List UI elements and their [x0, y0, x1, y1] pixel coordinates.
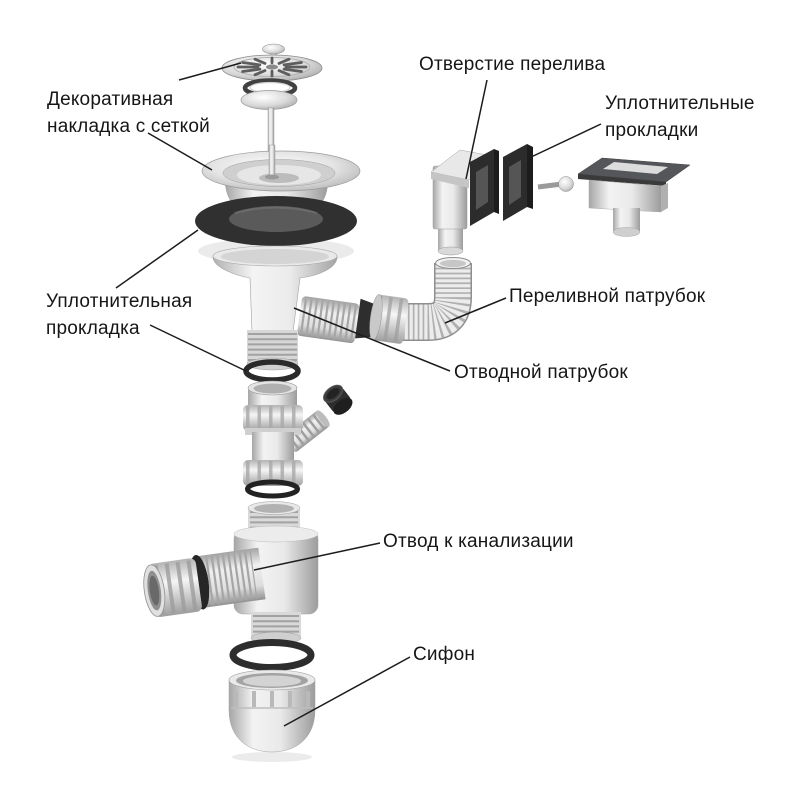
- overflow-elbow-tube: [438, 225, 463, 251]
- leader-strainer-top: [178, 62, 242, 81]
- flange-center-rod: [268, 144, 276, 178]
- label-strainer-cap: Декоративная накладка с сеткой: [47, 89, 210, 137]
- label-drain-gasket: Уплотнительная прокладка: [46, 291, 193, 339]
- overflow-corrugated-pipe: [403, 257, 472, 341]
- leader-sewer-outlet: [253, 542, 381, 571]
- strainer-dome-disc: [240, 90, 298, 110]
- label-sewer-outlet: Отвод к канализации: [383, 531, 574, 552]
- overflow-gasket-1: [470, 149, 499, 226]
- leader-strainer-flange: [147, 132, 213, 171]
- label-outlet-pipe: Отводной патрубок: [454, 362, 628, 383]
- connector-oring: [245, 479, 300, 499]
- overflow-gasket-2: [503, 144, 533, 221]
- siphon-cup-oring: [229, 639, 315, 671]
- middle-connector: [243, 380, 353, 499]
- funnel-side-outlet: [297, 296, 360, 344]
- drain-funnel-body: [212, 245, 409, 371]
- strainer-knob: [262, 43, 285, 55]
- leader-lines: [115, 62, 602, 727]
- leader-overflow-gaskets: [528, 123, 602, 159]
- funnel-oring: [243, 359, 301, 383]
- label-siphon: Сифон: [413, 644, 476, 665]
- leader-drain-gasket-oring: [149, 324, 247, 372]
- label-overflow-hole: Отверстие перелива: [419, 54, 606, 75]
- overflow-assembly: [430, 144, 691, 256]
- strainer-cap-with-mesh: [221, 43, 323, 159]
- leader-outlet-pipe: [293, 307, 451, 372]
- strainer-mesh-slots: [236, 56, 308, 78]
- barb-cap: [323, 384, 353, 415]
- overflow-cover-plate: [577, 157, 691, 237]
- hose-barb-spigot: [284, 410, 330, 452]
- sewer-outlet-branch: [143, 547, 266, 617]
- leader-siphon: [283, 656, 411, 727]
- cup-shadow: [232, 752, 312, 762]
- leader-overflow-hole: [465, 79, 488, 180]
- label-overflow-gaskets: Уплотнительные прокладки: [605, 93, 755, 141]
- outlet-union-nut: [369, 294, 409, 344]
- label-overflow-pipe: Переливной патрубок: [509, 286, 706, 307]
- siphon-body: [143, 501, 319, 645]
- siphon-cup: [228, 669, 316, 762]
- leader-drain-gasket-top: [115, 229, 199, 289]
- overflow-screw: [537, 176, 574, 192]
- leader-overflow-pipe: [444, 297, 507, 324]
